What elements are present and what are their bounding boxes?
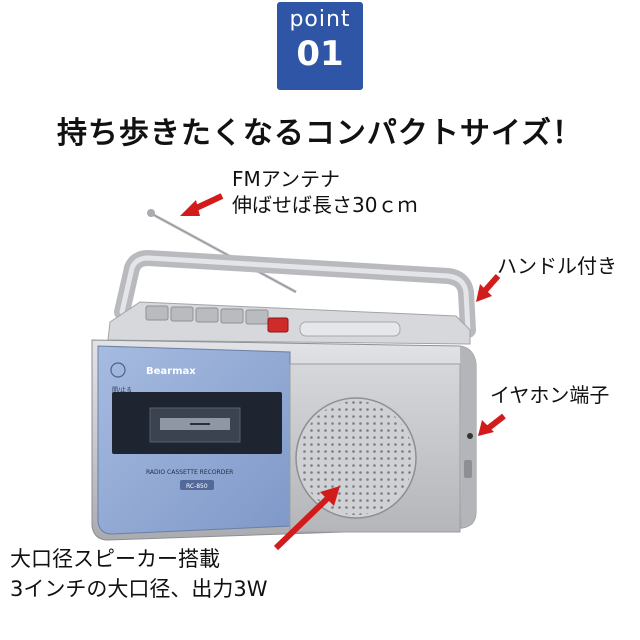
antenna-callout: FMアンテナ 伸ばせば長さ30ｃｍ xyxy=(232,166,417,218)
speaker-callout: 大口径スピーカー搭載 3インチの大口径、出力3W xyxy=(10,544,268,604)
speaker-arrow xyxy=(273,486,340,551)
antenna xyxy=(147,209,297,294)
headline: 持ち歩きたくなるコンパクトサイズ！ xyxy=(56,116,584,151)
point-badge: point 01 xyxy=(277,2,363,90)
handle xyxy=(114,249,476,338)
point-label: point xyxy=(289,7,351,32)
handle-callout: ハンドル付き xyxy=(497,254,617,278)
speaker-spec: 3インチの大口径、出力3W xyxy=(10,577,268,601)
handle-arrow xyxy=(476,274,501,302)
earphone-callout: イヤホン端子 xyxy=(490,383,610,407)
point-number: 01 xyxy=(296,34,344,74)
earphone-arrow xyxy=(478,413,506,436)
antenna-arrow xyxy=(180,193,224,216)
stop-indicator: 開/止る xyxy=(110,362,132,394)
antenna-length: 伸ばせば長さ30ｃｍ xyxy=(232,193,418,217)
model-label: RC-850 xyxy=(186,483,208,490)
panel-label: RADIO CASSETTE RECORDER xyxy=(146,469,233,476)
speaker-title: 大口径スピーカー搭載 xyxy=(10,547,220,571)
piano-keys xyxy=(145,305,401,337)
antenna-title: FMアンテナ xyxy=(232,167,340,191)
brand-logo: Bearmax xyxy=(146,366,196,377)
earphone-jack xyxy=(467,433,473,439)
svg-text:開/止る: 開/止る xyxy=(112,386,132,394)
